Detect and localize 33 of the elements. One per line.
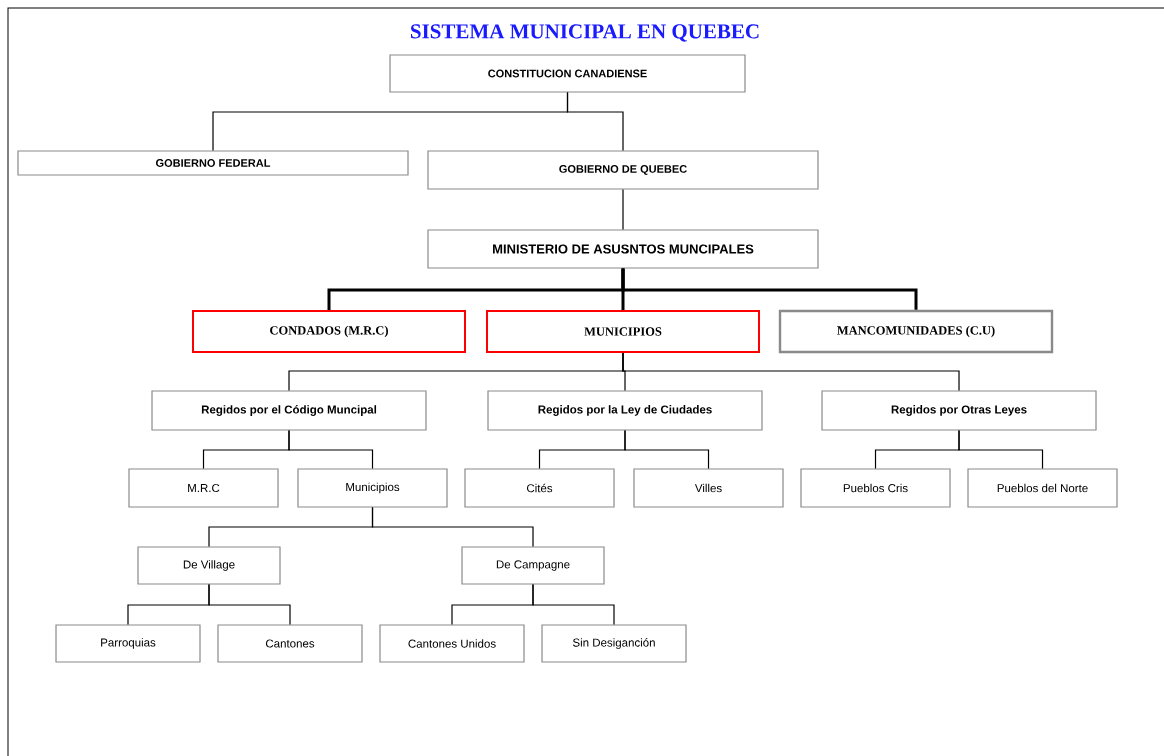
connector-line: [532, 584, 615, 625]
org-box: Villes: [633, 468, 784, 508]
org-box: Cantones Unidos: [379, 624, 525, 663]
org-box: CONDADOS (M.R.C): [192, 310, 466, 353]
org-box: Pueblos del Norte: [967, 468, 1118, 508]
org-box: MANCOMUNIDADES (C.U): [778, 309, 1054, 354]
connector-line: [208, 584, 291, 625]
org-box: Sin Desiganción: [541, 624, 687, 663]
org-box: MINISTERIO DE ASUSNTOS MUNCIPALES: [427, 229, 819, 269]
org-box: Regidos por la Ley de Ciudades: [487, 390, 763, 431]
org-box: Cantones: [217, 624, 363, 663]
org-box: Cités: [464, 468, 615, 508]
connector-line: [288, 430, 374, 469]
org-box: M.R.C: [128, 468, 279, 508]
connector-line: [624, 430, 710, 469]
org-box: Parroquias: [55, 624, 201, 663]
connector-line: [371, 507, 534, 547]
connector-line: [622, 352, 960, 391]
org-box: GOBIERNO FEDERAL: [17, 150, 409, 176]
org-box: MUNICIPIOS: [486, 310, 760, 353]
org-box: Regidos por Otras Leyes: [821, 390, 1097, 431]
connector-line: [621, 268, 918, 310]
org-box: De Village: [137, 546, 281, 585]
org-box: Municipios: [297, 468, 448, 508]
connector-line: [622, 189, 624, 230]
org-box: Pueblos Cris: [800, 468, 951, 508]
title: SISTEMA MUNICIPAL EN QUEBEC: [411, 24, 759, 42]
org-box: Regidos por el Código Muncipal: [151, 390, 427, 431]
connector-line: [566, 92, 624, 151]
org-box: GOBIERNO DE QUEBEC: [427, 150, 819, 190]
connector-line: [958, 430, 1044, 469]
org-box: CONSTITUCION CANADIENSE: [389, 54, 746, 93]
org-box: De Campagne: [461, 546, 605, 585]
